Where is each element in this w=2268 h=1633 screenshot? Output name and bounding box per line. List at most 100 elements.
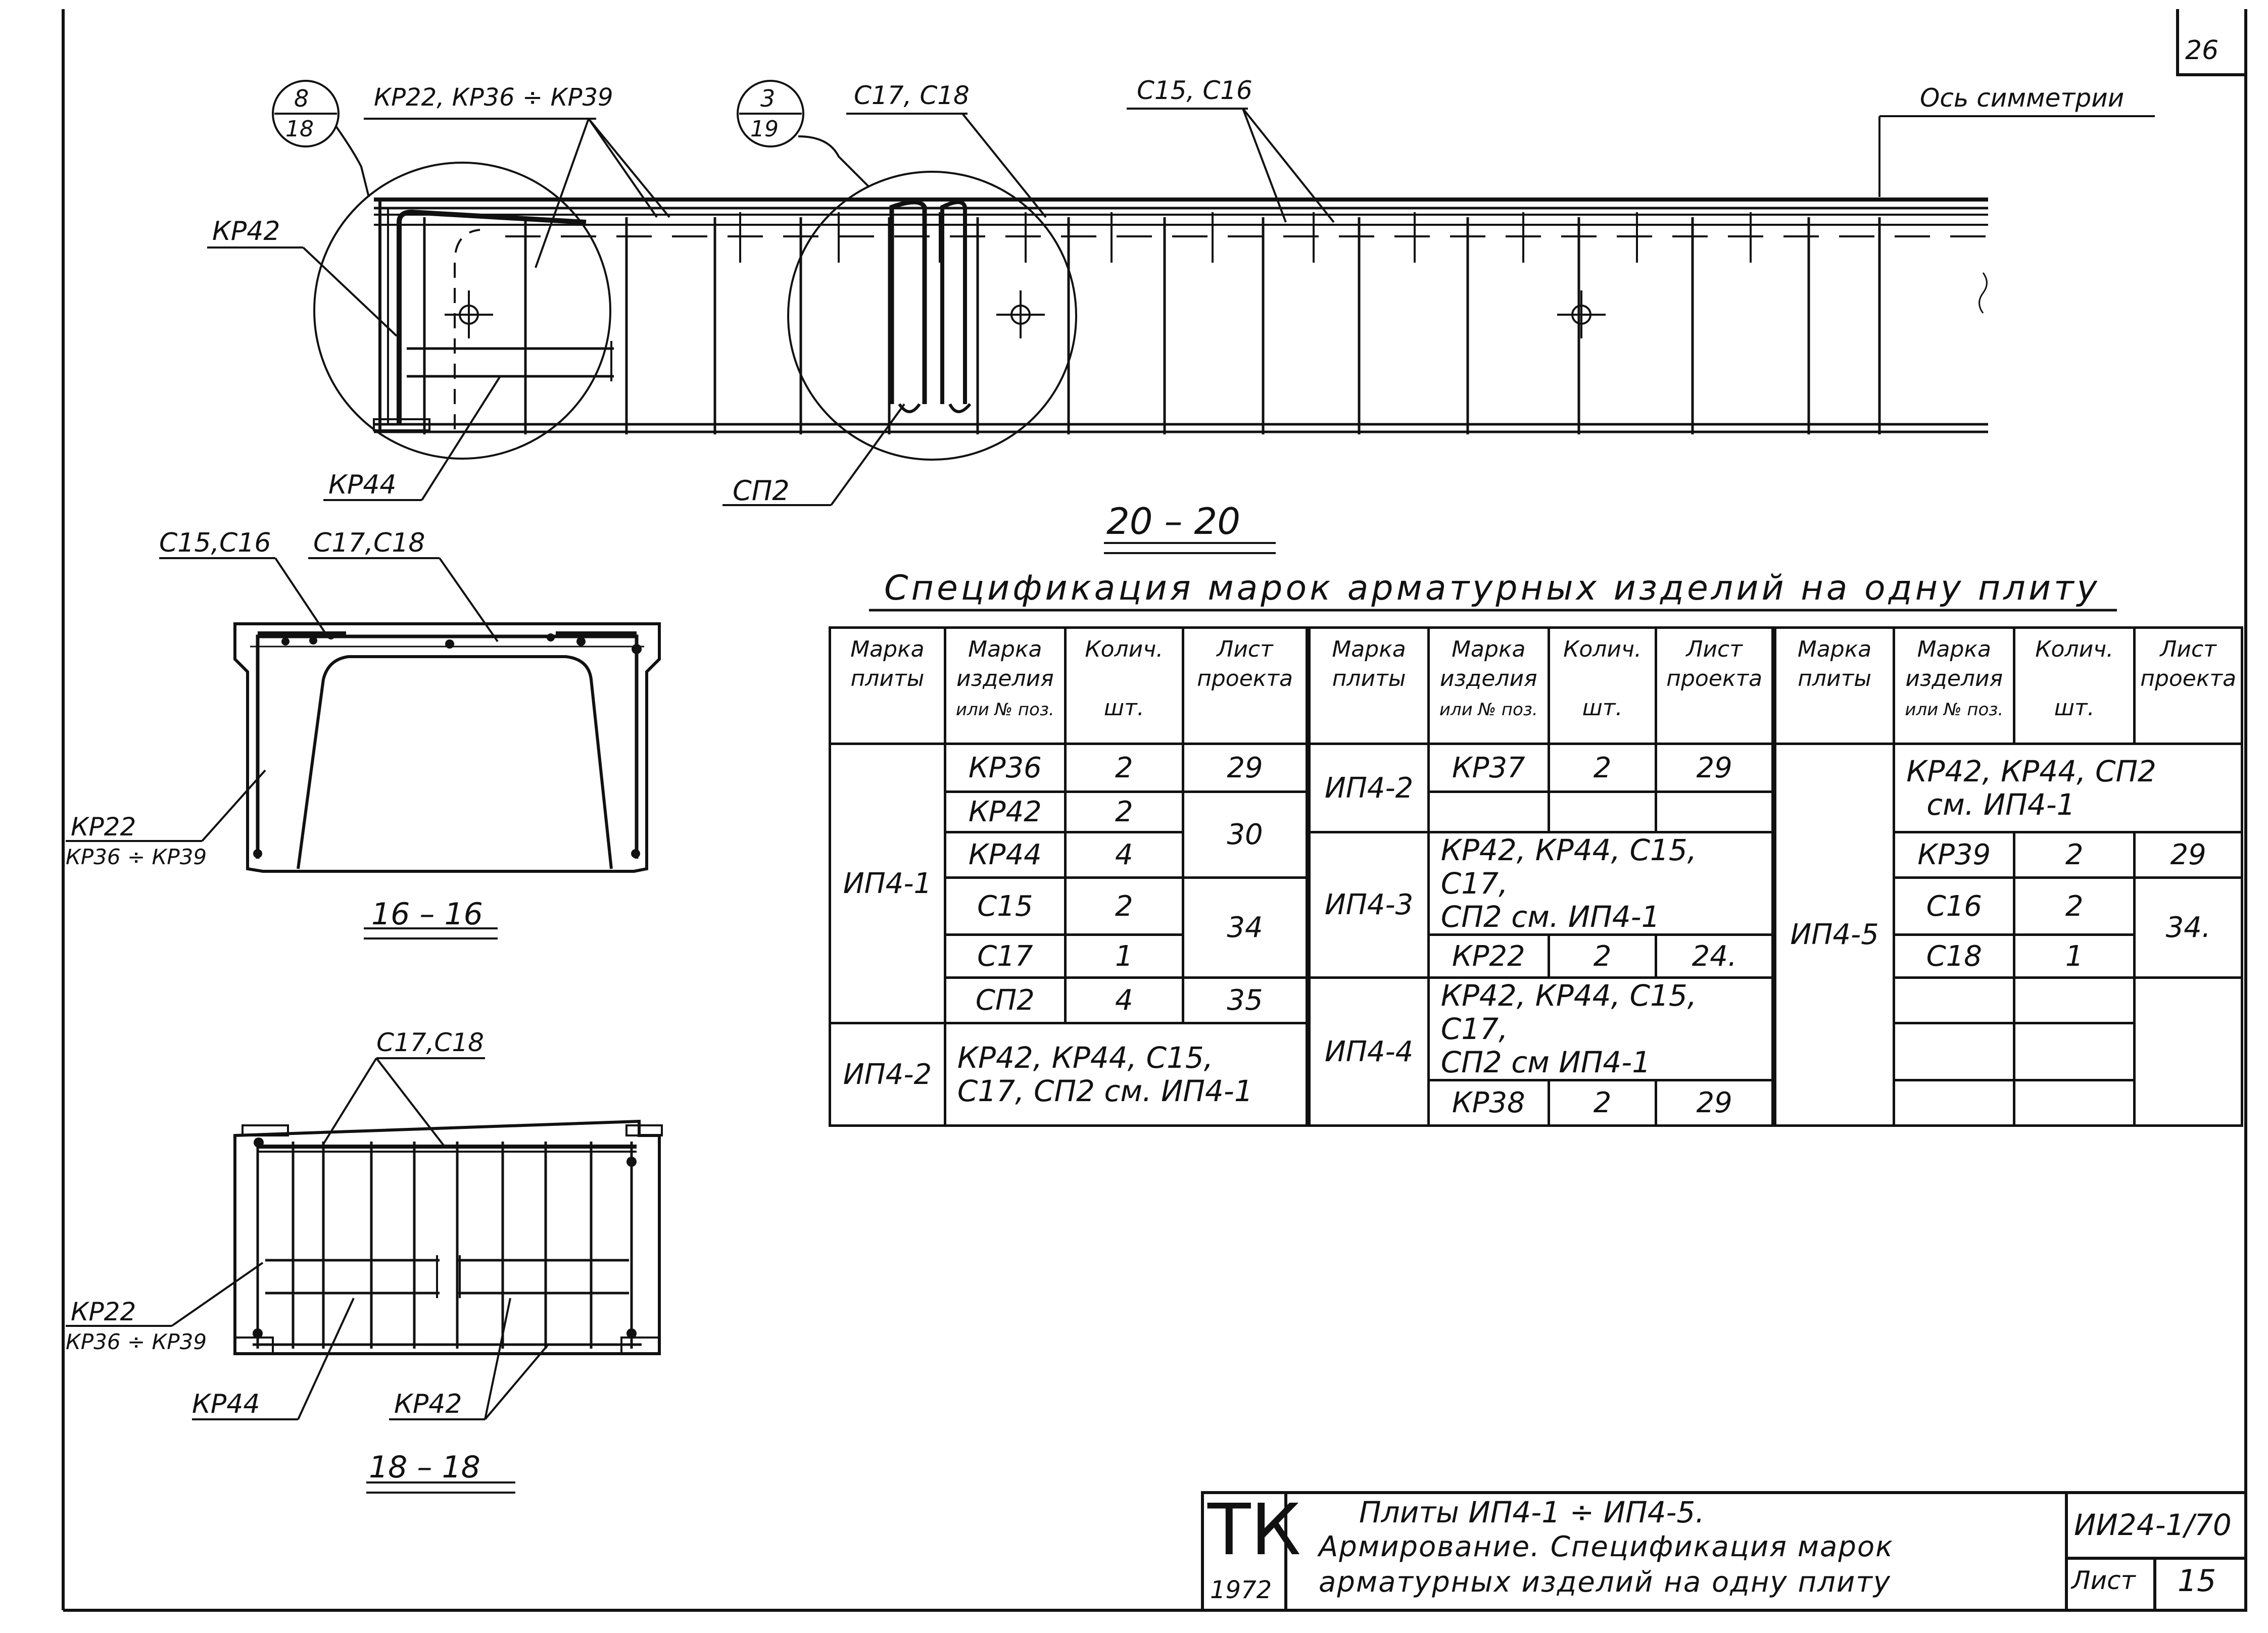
label-symmetry-axis: Ось симметрии — [1920, 83, 2125, 113]
g2-note-4: КР42, КР44, С15, С17,СП2 см ИП4-1 — [1427, 976, 1776, 1081]
g2-sheet: 29 — [1655, 743, 1776, 793]
g1-plate2-note: КР42, КР44, С15,С17, СП2 см. ИП4-1 — [943, 1022, 1311, 1127]
s18-label-kr22: КР22 — [71, 1297, 136, 1326]
g2-plate-2: ИП4-2 — [1307, 743, 1430, 833]
table-row: ИП4-1 КР36 2 29 ИП4-2 КР37 2 29 ИП4-5 КР… — [829, 743, 2243, 1127]
g1-sheet: 29 — [1181, 743, 1311, 793]
label-sp2: СП2 — [733, 475, 790, 507]
g1-item: С17 — [943, 933, 1067, 979]
title-block-line1: Плиты ИП4-1 ÷ ИП4-5. — [1359, 1495, 1705, 1529]
section-16-16 — [233, 622, 661, 873]
table-row: КР42 2 30 — [830, 790, 2242, 879]
g2-plate-4: ИП4-4 — [1307, 976, 1430, 1127]
title-block-line3: арматурных изделий на одну плиту — [1319, 1566, 1892, 1599]
g2-count: 2 — [1547, 743, 1658, 793]
g3-sheet: 34. — [2133, 876, 2243, 979]
sheet-corner-number: 26 — [2185, 35, 2219, 66]
table-row: С15 2 34 С16 2 34. — [830, 876, 2243, 979]
section-18-18 — [233, 1119, 663, 1355]
g2-item: КР22 — [1427, 933, 1550, 979]
g3-plate: ИП4-5 — [1772, 743, 1896, 1127]
g3-empty-cell — [2133, 976, 2243, 1127]
g3-sheet: 29 — [2133, 831, 2243, 879]
callout-3-bottom: 19 — [750, 116, 779, 142]
g2-empty-cell — [1547, 790, 1658, 833]
s18-label-c17-c18: С17,С18 — [376, 1028, 484, 1057]
g3-count: 2 — [2013, 831, 2136, 879]
title-block-sheet-number: 15 — [2178, 1563, 2216, 1599]
g1-plate-2: ИП4-2 — [829, 1022, 946, 1127]
g1-count: 1 — [1064, 933, 1184, 979]
table-row: СП2 4 35 ИП4-4 КР42, КР44, С15, С17,СП2 … — [830, 976, 2243, 1127]
g1-sheet: 34 — [1181, 876, 1311, 979]
g2-count: 2 — [1547, 933, 1658, 979]
g2-sheet: 29 — [1655, 1079, 1776, 1127]
s16-label-kr36-kr39: КР36 ÷ КР39 — [66, 845, 207, 869]
spec-title: Спецификация марок арматурных изделий на… — [884, 568, 2100, 608]
g3-count: 2 — [2013, 876, 2136, 936]
title-block-frame — [1201, 1491, 2247, 1612]
g1-count: 2 — [1064, 876, 1184, 936]
g1-item: С15 — [943, 876, 1067, 936]
s16-label-kr22: КР22 — [71, 812, 136, 842]
title-block-line2: Армирование. Спецификация марок — [1319, 1530, 1894, 1563]
g1-item: СП2 — [943, 976, 1067, 1024]
g1-count: 2 — [1064, 743, 1184, 793]
g3-empty-cell — [2013, 1022, 2136, 1081]
section-title-20-20: 20 – 20 — [1106, 500, 1241, 542]
g1-count: 4 — [1064, 976, 1184, 1024]
g1-count: 2 — [1064, 790, 1184, 833]
g3-item: С18 — [1893, 933, 2016, 979]
section-18-18-leaders — [66, 927, 549, 1494]
g3-empty-cell — [2013, 976, 2136, 1024]
g3-empty-cell — [2013, 1079, 2136, 1127]
g1-item: КР42 — [943, 790, 1067, 833]
s16-label-c15-c16: С15,С16 — [159, 528, 271, 558]
hdr-count-3: Колич.шт. — [2013, 626, 2136, 745]
g3-count: 1 — [2013, 933, 2136, 979]
s18-label-kr36-kr39: КР36 ÷ КР39 — [66, 1329, 207, 1354]
table-row: КР44 4 ИП4-3 КР42, КР44, С15, С17,СП2 см… — [830, 831, 2243, 979]
label-c17-c18: С17, С18 — [854, 81, 970, 110]
g2-note-3: КР42, КР44, С15, С17,СП2 см. ИП4-1 — [1427, 831, 1776, 936]
section-title-18-18: 18 – 18 — [369, 1450, 480, 1485]
g2-empty-cell — [1655, 790, 1776, 833]
hdr-count-2: Колич.шт. — [1547, 626, 1658, 745]
s18-label-kr44: КР44 — [192, 1389, 260, 1419]
g1-sheet: 35 — [1181, 976, 1311, 1024]
g3-item: КР39 — [1893, 831, 2016, 879]
title-block-year: 1972 — [1210, 1576, 1272, 1604]
g1-count: 4 — [1064, 831, 1184, 879]
table-row: С17 1 КР22 2 24. С18 1 — [830, 933, 2242, 979]
g3-item: С16 — [1893, 876, 2016, 936]
g2-sheet: 24. — [1655, 933, 1776, 979]
g3-empty-cell — [1893, 1079, 2016, 1127]
table-row: ИП4-2 КР42, КР44, С15,С17, СП2 см. ИП4-1 — [829, 1022, 2242, 1127]
g1-item: КР44 — [943, 831, 1067, 879]
g2-item: КР37 — [1427, 743, 1550, 793]
callout-3-top: 3 — [760, 85, 776, 112]
label-kr22-kr36-kr39: КР22, КР36 ÷ КР39 — [374, 83, 613, 112]
section-title-16-16: 16 – 16 — [371, 897, 483, 932]
g1-item: КР36 — [943, 743, 1067, 793]
hdr-count-1: Колич.шт. — [1064, 626, 1184, 745]
elevation-view — [313, 115, 2155, 461]
title-block-code: ИИ24-1/70 — [2074, 1508, 2232, 1542]
label-c15-c16: С15, С16 — [1137, 76, 1252, 105]
elevation-callouts — [207, 80, 1335, 554]
g1-sheet: 30 — [1181, 790, 1311, 879]
callout-8-top: 8 — [294, 85, 309, 112]
g1-plate: ИП4-1 — [829, 743, 946, 1024]
g2-plate-3: ИП4-3 — [1307, 831, 1430, 979]
